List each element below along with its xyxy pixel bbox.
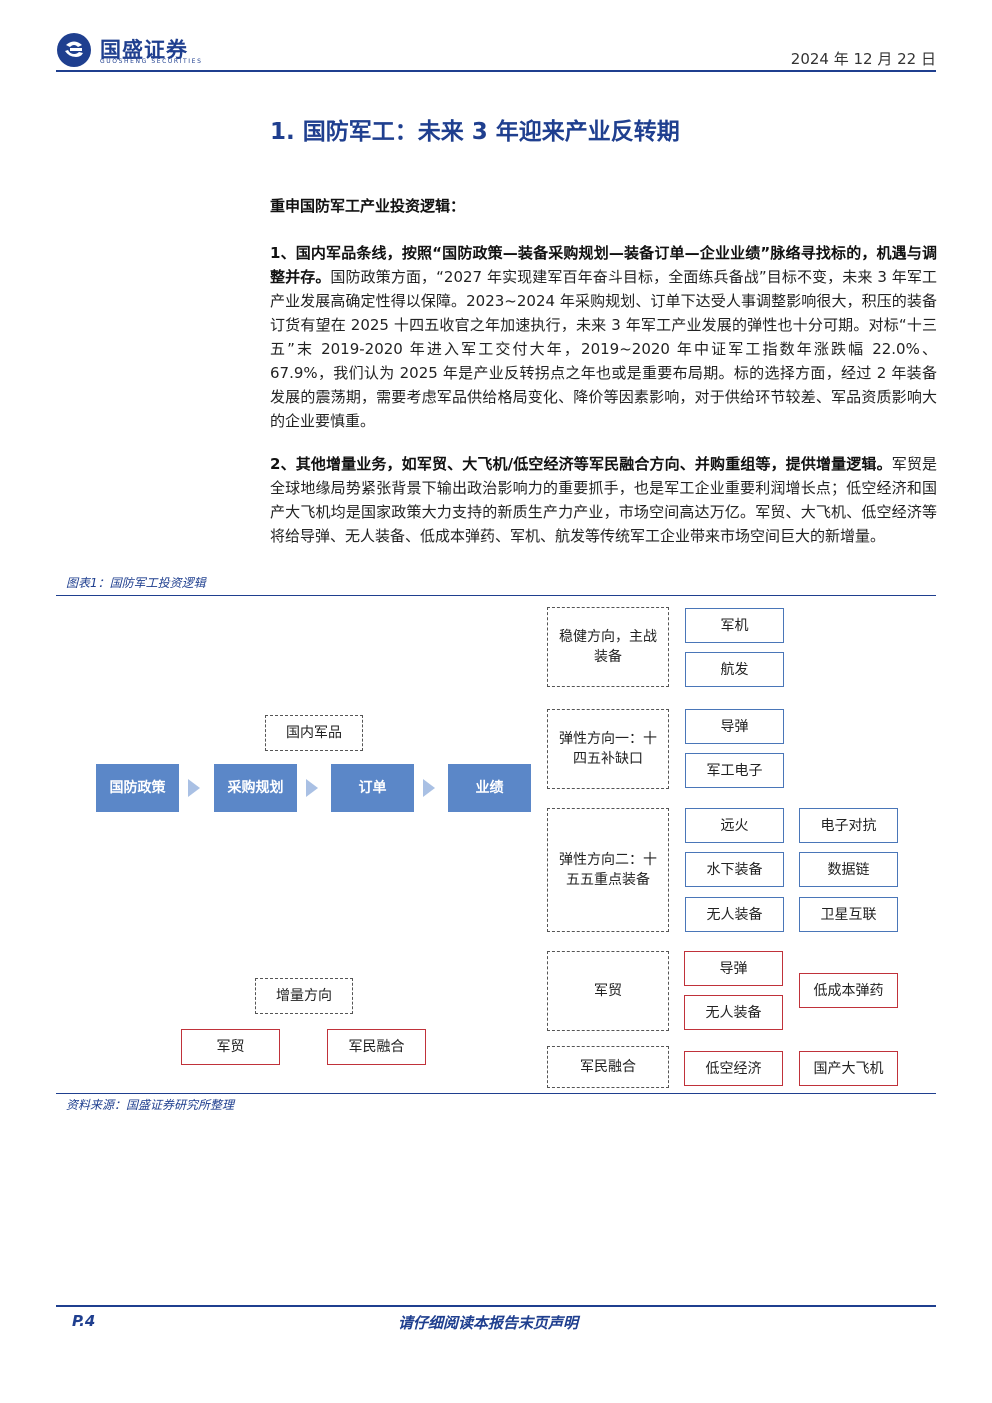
increment-item-label: 军贸: [216, 1039, 245, 1055]
group-elastic2-box: 弹性方向二：十五五重点装备: [547, 808, 669, 932]
group-stable-box: 稳健方向，主战装备: [547, 607, 669, 687]
group-stable-item: 军机: [685, 608, 784, 643]
increment-label-box: 增量方向: [255, 978, 353, 1014]
group-trade-extra: 低成本弹药: [799, 973, 898, 1008]
brand-logo: 国盛证券 GUOSHENG SECURITIES: [56, 32, 216, 68]
brand-subtitle: GUOSHENG SECURITIES: [100, 58, 203, 65]
group-trade-box: 军贸: [547, 951, 669, 1031]
group-elastic2-item: 水下装备: [685, 852, 784, 887]
group-elastic2-label: 弹性方向二：十五五重点装备: [559, 852, 657, 888]
group-elastic2-item: 无人装备: [685, 897, 784, 932]
group-civil-item: 低空经济: [684, 1051, 783, 1086]
group-civil-box: 军民融合: [547, 1046, 669, 1088]
increment-item-civil: 军民融合: [327, 1029, 426, 1065]
group-elastic2-item: 数据链: [799, 852, 898, 887]
increment-item-trade: 军贸: [181, 1029, 280, 1065]
paragraph-1-lead: 1、国内军品条线，按照“国防政策—装备采购规划—装备订单—企业业绩”脉络寻找标的…: [270, 244, 937, 286]
group-elastic1-item: 军工电子: [685, 753, 784, 788]
group-elastic1-label: 弹性方向一：十四五补缺口: [559, 731, 657, 767]
flow-step-orders: 订单: [331, 764, 414, 812]
item-label: 导弹: [719, 960, 748, 977]
report-date: 2024 年 12 月 22 日: [790, 50, 936, 68]
paragraph-2: 2、其他增量业务，如军贸、大飞机/低空经济等军民融合方向、并购重组等，提供增量逻…: [270, 452, 937, 548]
guosheng-logo-icon: [57, 33, 91, 67]
domestic-label-box: 国内军品: [265, 715, 363, 751]
group-trade-item: 导弹: [684, 951, 783, 986]
group-stable-label: 稳健方向，主战装备: [559, 629, 657, 665]
flow-step-label: 采购规划: [227, 780, 284, 796]
footer-disclaimer: 请仔细阅读本报告末页声明: [398, 1314, 579, 1332]
flow-step-label: 国防政策: [109, 780, 166, 796]
paragraph-2-lead: 2、其他增量业务，如军贸、大飞机/低空经济等军民融合方向、并购重组等，提供增量逻…: [270, 455, 892, 473]
paragraph-1-body: 国防政策方面，“2027 年实现建军百年奋斗目标，全面练兵备战”目标不变，未来 …: [270, 268, 937, 430]
item-label: 军工电子: [706, 762, 763, 779]
group-stable-item: 航发: [685, 652, 784, 687]
item-label: 军机: [720, 617, 749, 634]
group-elastic2-item: 卫星互联: [799, 897, 898, 932]
flow-step-policy: 国防政策: [96, 764, 179, 812]
group-trade-item: 无人装备: [684, 995, 783, 1030]
flow-step-procurement: 采购规划: [214, 764, 297, 812]
item-label: 电子对抗: [820, 817, 877, 834]
group-trade-label: 军贸: [594, 983, 622, 999]
flow-step-earnings: 业绩: [448, 764, 531, 812]
footer-rule: [56, 1305, 936, 1307]
group-civil-label: 军民融合: [580, 1059, 636, 1075]
flow-arrow-icon: [423, 779, 435, 797]
figure-top-rule: [56, 595, 936, 596]
item-label: 导弹: [720, 718, 749, 735]
item-label: 无人装备: [705, 1004, 762, 1021]
increment-label: 增量方向: [276, 988, 332, 1004]
flow-arrow-icon: [306, 779, 318, 797]
brand-name: 国盛证券: [100, 38, 188, 62]
flow-step-label: 订单: [358, 780, 387, 796]
flow-arrow-icon: [188, 779, 200, 797]
domestic-label: 国内军品: [286, 725, 342, 741]
flow-step-label: 业绩: [475, 780, 504, 796]
section-title: 1. 国防军工：未来 3 年迎来产业反转期: [270, 119, 680, 145]
item-label: 航发: [720, 661, 749, 678]
figure-source: 资料来源：国盛证券研究所整理: [66, 1098, 235, 1112]
figure-bottom-rule: [56, 1093, 936, 1094]
group-civil-extra: 国产大飞机: [799, 1051, 898, 1086]
item-label: 无人装备: [706, 906, 763, 923]
paragraph-2-body: 军贸是全球地缘局势紧张背景下输出政治影响力的重要抓手，也是军工企业重要利润增长点…: [270, 455, 937, 545]
item-label: 卫星互联: [820, 906, 877, 923]
item-label: 低成本弹药: [813, 982, 884, 999]
item-label: 水下装备: [706, 861, 763, 878]
item-label: 国产大飞机: [813, 1060, 884, 1077]
item-label: 远火: [720, 817, 749, 834]
increment-item-label: 军民融合: [348, 1039, 405, 1055]
group-elastic1-item: 导弹: [685, 709, 784, 744]
group-elastic2-item: 电子对抗: [799, 808, 898, 843]
group-elastic1-box: 弹性方向一：十四五补缺口: [547, 709, 669, 789]
group-elastic2-item: 远火: [685, 808, 784, 843]
section-subtitle: 重申国防军工产业投资逻辑：: [270, 197, 466, 215]
item-label: 数据链: [827, 861, 870, 878]
figure-label: 图表1：国防军工投资逻辑: [66, 576, 206, 590]
header-rule: [56, 70, 936, 72]
item-label: 低空经济: [705, 1060, 762, 1077]
paragraph-1: 1、国内军品条线，按照“国防政策—装备采购规划—装备订单—企业业绩”脉络寻找标的…: [270, 241, 937, 433]
page-number: P.4: [72, 1312, 96, 1330]
